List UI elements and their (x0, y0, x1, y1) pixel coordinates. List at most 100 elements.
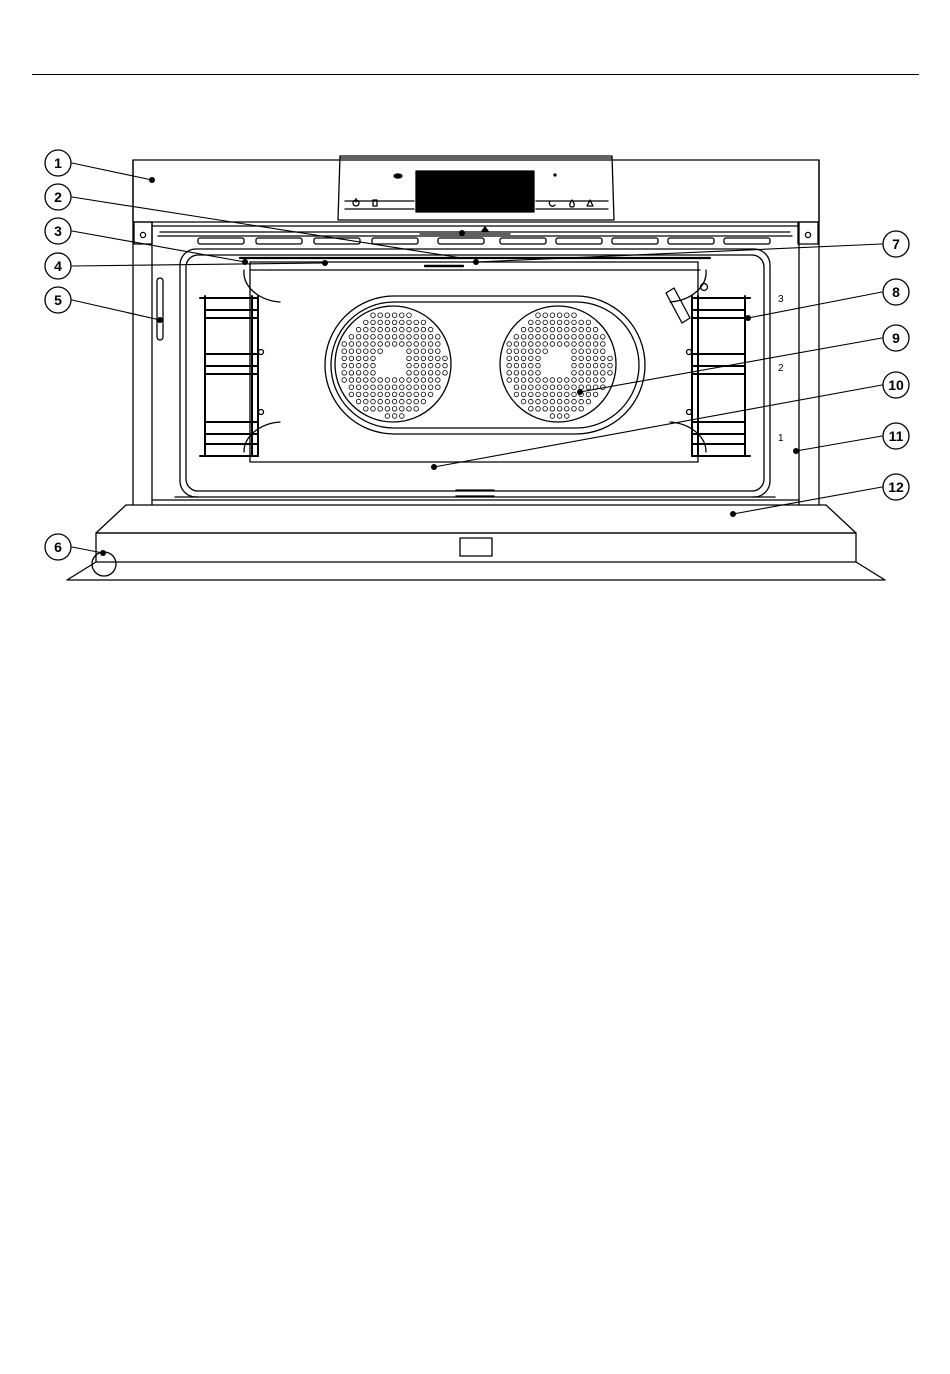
fan-hole (378, 378, 383, 383)
fan-hole (550, 399, 555, 404)
fan-hole (521, 363, 526, 368)
fan-hole (392, 335, 397, 340)
fan-hole (349, 385, 354, 390)
fan-hole (543, 378, 548, 383)
fan-hole (543, 342, 548, 347)
fan-hole (529, 327, 534, 332)
fan-hole (543, 407, 548, 412)
fan-hole (407, 320, 412, 325)
fan-hole (529, 342, 534, 347)
svg-text:8: 8 (892, 284, 900, 300)
fan-hole (557, 342, 562, 347)
fan-hole (536, 385, 541, 390)
fan-hole (557, 335, 562, 340)
fan-hole (436, 342, 441, 347)
fan-hole (443, 356, 448, 361)
fan-hole (572, 320, 577, 325)
fan-hole (421, 399, 426, 404)
fan-hole (421, 327, 426, 332)
fan-hole (364, 342, 369, 347)
fan-hole (371, 342, 376, 347)
fan-hole (421, 392, 426, 397)
fan-hole (586, 392, 591, 397)
fan-hole (349, 378, 354, 383)
fan-hole (428, 356, 433, 361)
fan-hole (579, 327, 584, 332)
fan-hole (572, 392, 577, 397)
fan-hole (414, 335, 419, 340)
power-icon[interactable] (353, 199, 359, 207)
fan-hole (428, 385, 433, 390)
fan-hole (342, 356, 347, 361)
svg-text:11: 11 (889, 428, 904, 444)
fan-hole (364, 407, 369, 412)
callout-7: 7 (883, 231, 909, 257)
fan-hole (586, 399, 591, 404)
svg-text:10: 10 (888, 377, 904, 393)
fan-hole (378, 335, 383, 340)
fan-hole (400, 342, 405, 347)
fan-hole (428, 327, 433, 332)
fan-hole (565, 327, 570, 332)
fan-hole (414, 392, 419, 397)
fan-hole (529, 356, 534, 361)
fan-hole (392, 407, 397, 412)
fan-hole (586, 371, 591, 376)
fan-hole (536, 399, 541, 404)
fan-hole (586, 320, 591, 325)
fan-hole (349, 356, 354, 361)
fan-hole (428, 392, 433, 397)
fan-hole (586, 363, 591, 368)
fan-hole (565, 414, 570, 419)
fan-hole (392, 320, 397, 325)
fan-hole (550, 320, 555, 325)
fan-hole (428, 378, 433, 383)
fan-hole (565, 392, 570, 397)
fan-hole (443, 363, 448, 368)
fan-hole (414, 356, 419, 361)
fan-hole (364, 327, 369, 332)
fan-hole (392, 392, 397, 397)
fan-hole (593, 342, 598, 347)
fan-hole (536, 356, 541, 361)
fan-hole (572, 378, 577, 383)
fan-hole (593, 371, 598, 376)
fan-hole (565, 320, 570, 325)
fan-hole (385, 313, 390, 318)
fan-hole (364, 392, 369, 397)
fan-hole (543, 313, 548, 318)
fan-hole (572, 385, 577, 390)
fan-hole (521, 335, 526, 340)
fan-hole (428, 335, 433, 340)
fan-hole (586, 385, 591, 390)
fan-hole (428, 371, 433, 376)
fan-hole (371, 327, 376, 332)
fan-hole (565, 385, 570, 390)
fan-hole (557, 407, 562, 412)
fan-hole (385, 320, 390, 325)
fan-hole (601, 342, 606, 347)
fan-hole (407, 363, 412, 368)
callout-3: 3 (45, 218, 71, 244)
fan-hole (514, 363, 519, 368)
fan-hole (371, 378, 376, 383)
fan-hole (385, 407, 390, 412)
svg-text:7: 7 (892, 236, 900, 252)
fan-hole (385, 335, 390, 340)
shelf-level-3: 3 (778, 294, 784, 305)
fan-hole (550, 392, 555, 397)
fan-hole (608, 363, 613, 368)
fan-hole (557, 320, 562, 325)
fan-hole (586, 342, 591, 347)
fan-hole (586, 378, 591, 383)
fan-hole (586, 349, 591, 354)
back-icon[interactable] (549, 201, 555, 206)
fan-hole (364, 399, 369, 404)
fan-hole (529, 335, 534, 340)
callout-11: 11 (883, 423, 909, 449)
fan-hole (521, 327, 526, 332)
fan-hole (579, 385, 584, 390)
fan-hole (378, 327, 383, 332)
fan-hole (536, 335, 541, 340)
